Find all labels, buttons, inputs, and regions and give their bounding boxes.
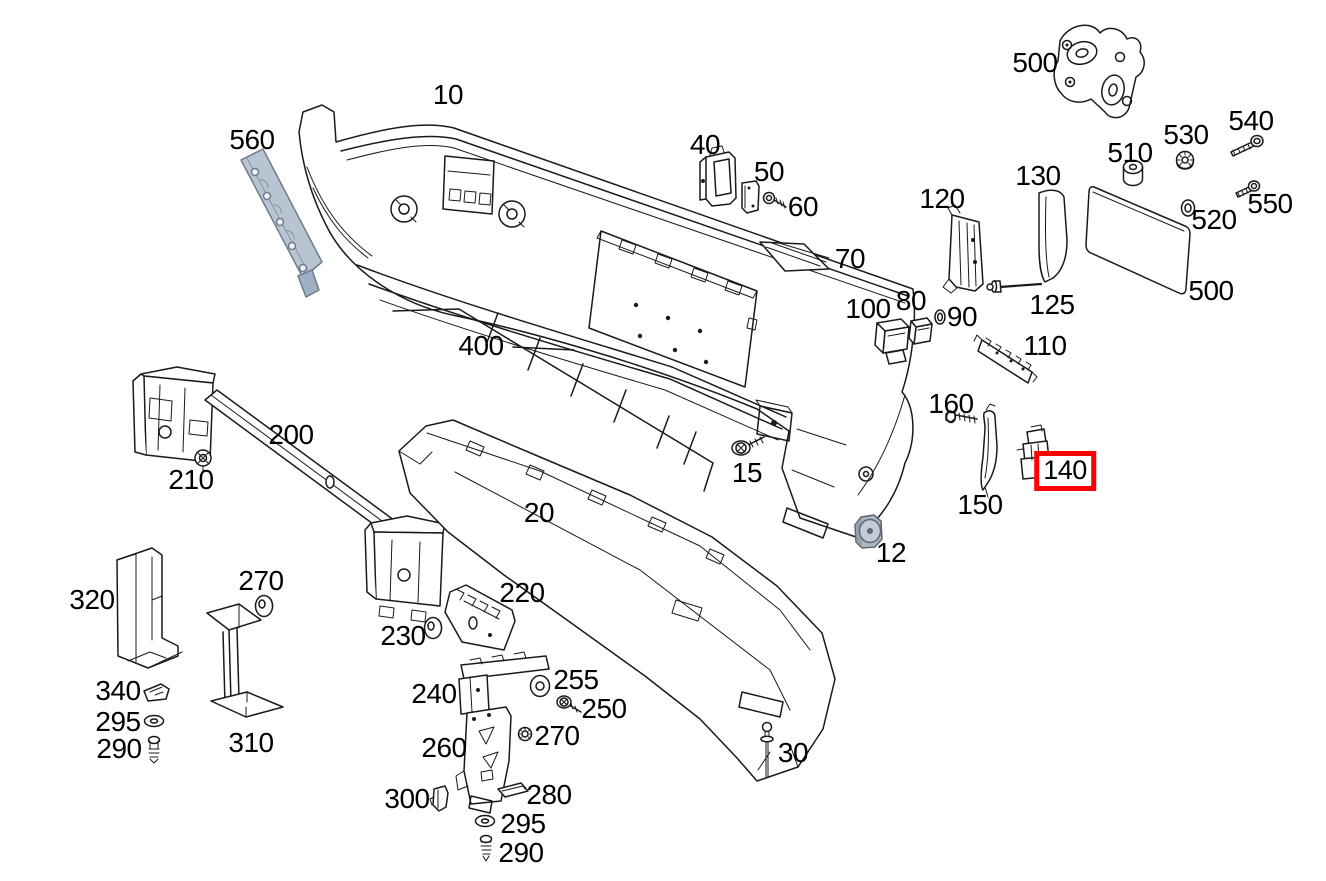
part-label-340[interactable]: 340 <box>95 675 141 706</box>
part-290-screw-bottom-drawing <box>479 834 493 862</box>
part-label-140-highlighted[interactable]: 140 <box>1034 451 1096 491</box>
part-label-80[interactable]: 80 <box>895 285 927 316</box>
part-label-20[interactable]: 20 <box>523 497 555 528</box>
part-500-license-bracket-drawing <box>1053 24 1145 119</box>
part-label-250[interactable]: 250 <box>581 693 627 724</box>
part-560-mounting-strip-drawing <box>240 148 323 298</box>
part-label-40[interactable]: 40 <box>689 129 721 160</box>
part-15-screw-drawing <box>731 436 765 456</box>
part-255-washer-drawing <box>529 674 551 698</box>
part-230-washer-drawing <box>423 616 443 640</box>
part-130-trim-drawing <box>1038 189 1068 283</box>
part-40-bracket-drawing <box>699 145 737 207</box>
part-520-washer-drawing <box>1180 199 1196 217</box>
part-295-washer-left-drawing <box>143 714 165 728</box>
part-label-120[interactable]: 120 <box>919 183 965 214</box>
part-300-clip-drawing <box>429 785 449 812</box>
part-label-310[interactable]: 310 <box>228 727 274 758</box>
part-80-clip-drawing <box>908 317 933 345</box>
part-500-plate-drawing <box>1085 186 1191 295</box>
part-label-30[interactable]: 30 <box>777 737 809 768</box>
part-530-nut-drawing <box>1175 150 1195 170</box>
part-label-300[interactable]: 300 <box>384 783 430 814</box>
part-label-280[interactable]: 280 <box>526 779 572 810</box>
part-120-bracket-drawing <box>942 204 984 294</box>
part-label-210[interactable]: 210 <box>168 464 214 495</box>
part-220-bracket-drawing <box>444 584 516 651</box>
part-110-rail-drawing <box>973 334 1038 384</box>
part-label-520[interactable]: 520 <box>1191 204 1237 235</box>
part-240-bracket-drawing <box>458 651 550 715</box>
part-320-channel-drawing <box>116 547 183 669</box>
part-label-110[interactable]: 110 <box>1023 330 1067 361</box>
part-260-plate-drawing <box>455 706 512 814</box>
part-label-90[interactable]: 90 <box>946 301 978 332</box>
part-label-530[interactable]: 530 <box>1163 119 1209 150</box>
part-label-560[interactable]: 560 <box>229 124 275 155</box>
part-150-bracket-drawing <box>980 403 998 498</box>
part-label-290[interactable]: 290 <box>498 837 544 868</box>
part-label-240[interactable]: 240 <box>411 678 457 709</box>
part-90-ring-drawing <box>934 309 946 325</box>
part-60-screw-drawing <box>762 191 787 209</box>
part-label-260[interactable]: 260 <box>421 732 467 763</box>
part-12-plug-drawing <box>854 514 883 549</box>
part-label-220[interactable]: 220 <box>499 577 545 608</box>
part-510-spacer-drawing <box>1122 159 1144 187</box>
part-label-12[interactable]: 12 <box>875 537 907 568</box>
part-310-stand-drawing <box>206 603 284 718</box>
part-280-plate-drawing <box>497 782 529 798</box>
part-270-nut-right-drawing <box>517 726 533 742</box>
part-label-500[interactable]: 500 <box>1012 47 1058 78</box>
part-label-10[interactable]: 10 <box>432 79 464 110</box>
part-label-540[interactable]: 540 <box>1228 105 1274 136</box>
part-290-screw-left-drawing <box>147 735 161 764</box>
section-line-400 <box>392 308 714 492</box>
part-label-70[interactable]: 70 <box>834 243 866 274</box>
part-label-100[interactable]: 100 <box>845 293 891 324</box>
part-label-550[interactable]: 550 <box>1247 188 1293 219</box>
part-label-125[interactable]: 125 <box>1029 289 1075 320</box>
part-label-255[interactable]: 255 <box>553 664 599 695</box>
part-250-screw-drawing <box>556 695 582 713</box>
part-label-295[interactable]: 295 <box>95 706 141 737</box>
part-70-protective-film-drawing <box>759 241 830 272</box>
part-label-510[interactable]: 510 <box>1107 137 1153 168</box>
part-label-150[interactable]: 150 <box>957 489 1003 520</box>
part-270-washer-left-drawing <box>254 594 274 618</box>
part-label-160[interactable]: 160 <box>928 388 974 419</box>
part-160-screw-drawing <box>945 410 978 424</box>
part-label-290[interactable]: 290 <box>96 733 142 764</box>
part-label-320[interactable]: 320 <box>69 584 115 615</box>
part-label-270[interactable]: 270 <box>238 565 284 596</box>
part-label-500[interactable]: 500 <box>1188 275 1234 306</box>
part-340-clip-drawing <box>143 683 170 702</box>
part-label-200[interactable]: 200 <box>268 419 314 450</box>
part-label-230[interactable]: 230 <box>380 620 426 651</box>
part-295-washer-bottom-drawing <box>474 814 496 828</box>
part-125-rivet-drawing <box>986 280 1043 293</box>
part-50-plate-drawing <box>741 180 760 214</box>
part-label-270[interactable]: 270 <box>534 720 580 751</box>
part-label-60[interactable]: 60 <box>787 191 819 222</box>
part-label-15[interactable]: 15 <box>731 457 763 488</box>
part-label-400[interactable]: 400 <box>458 330 504 361</box>
part-label-50[interactable]: 50 <box>753 156 785 187</box>
part-100-clip-drawing <box>874 318 910 365</box>
part-540-bolt-drawing <box>1230 134 1264 157</box>
part-210-nut-drawing <box>194 449 212 472</box>
part-550-bolt-drawing <box>1235 180 1261 198</box>
part-label-295[interactable]: 295 <box>500 808 546 839</box>
part-30-rivet-drawing <box>760 721 774 778</box>
part-label-130[interactable]: 130 <box>1015 160 1061 191</box>
